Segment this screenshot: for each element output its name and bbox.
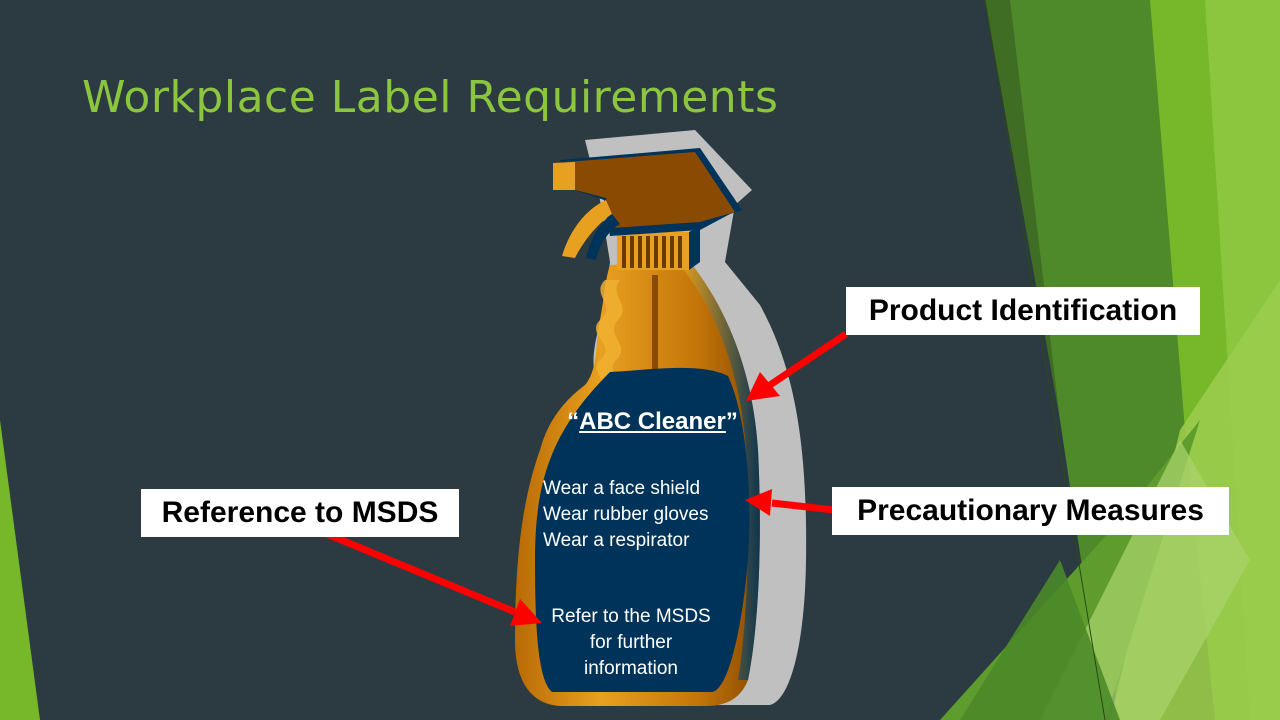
callout-reference-to-msds: Reference to MSDS [141, 489, 459, 537]
product-name-text: ABC Cleaner [579, 408, 726, 435]
close-quote: ” [725, 408, 738, 435]
bottle-cap [617, 226, 700, 270]
bottle-grip [595, 280, 623, 395]
precaution-item: Wear a respirator [543, 530, 690, 551]
callout-precautionary-measures: Precautionary Measures [832, 487, 1229, 535]
arrows [325, 331, 848, 626]
precaution-item: Wear a face shield [543, 478, 701, 499]
precaution-item: Wear rubber gloves [543, 504, 709, 525]
msds-reference-text: Refer to the MSDS for further informatio… [551, 606, 711, 679]
open-quote: “ [567, 408, 580, 435]
green-facets-right [940, 0, 1280, 720]
callout-product-identification: Product Identification [846, 287, 1200, 335]
page-title: Workplace Label Requirements [82, 72, 779, 123]
green-facet-left [0, 420, 40, 720]
bottle-edge-glow [682, 262, 760, 680]
bottle-neck-line [652, 275, 658, 370]
precaution-list: Wear a face shield Wear rubber gloves We… [543, 476, 708, 554]
bottle-label [535, 367, 750, 692]
product-name: “ABC Cleaner” [540, 408, 765, 436]
sprayer-head [553, 148, 742, 260]
